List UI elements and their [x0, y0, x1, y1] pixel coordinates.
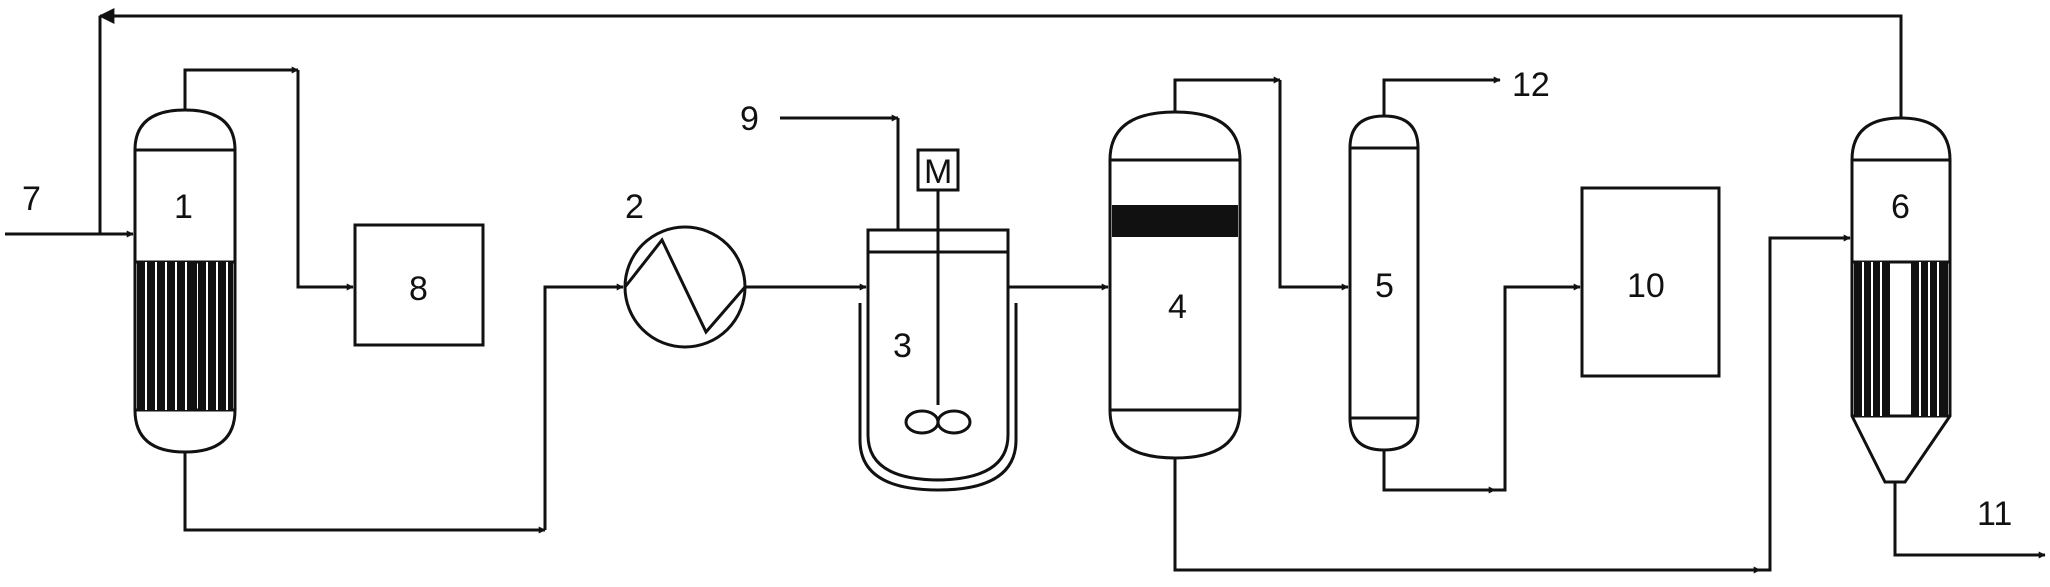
unit-5-column [1348, 114, 1420, 452]
label-motor: M [924, 153, 952, 191]
unit-3-stirred-reactor [858, 148, 1018, 492]
tube-bundle-1 [137, 262, 233, 410]
stream-1-to-2 [183, 452, 546, 534]
label-unit-3: 3 [893, 327, 912, 365]
label-unit-5: 5 [1375, 267, 1394, 305]
unit-6-evaporator [1850, 116, 1952, 484]
label-unit-4: 4 [1168, 288, 1187, 326]
stream-4-to-6 [1173, 458, 1761, 574]
packing-bed [1112, 205, 1238, 237]
stream-6-to-11 [1893, 482, 2046, 559]
label-stream-9: 9 [740, 100, 759, 138]
tube-bundle-6 [1854, 262, 1948, 416]
stream-1-to-8 [183, 66, 299, 110]
unit-4-column [1108, 110, 1242, 460]
stream-5-to-12 [1382, 76, 1501, 116]
stream-5-to-10 [1382, 450, 1496, 494]
label-unit-8: 8 [409, 270, 428, 308]
unit-8-box [353, 223, 485, 347]
pipes [5, 8, 2046, 574]
label-stream-7: 7 [22, 180, 41, 218]
stream-4-to-5 [1173, 76, 1281, 112]
recycle-line [98, 8, 1903, 118]
label-unit-1: 1 [174, 188, 193, 226]
label-unit-10: 10 [1627, 267, 1665, 305]
unit-10-box [1580, 186, 1721, 378]
label-unit-2: 2 [625, 188, 644, 226]
label-stream-11: 11 [1977, 495, 2012, 533]
label-stream-12: 12 [1512, 66, 1550, 104]
unit-1-vessel [133, 108, 237, 454]
label-unit-6: 6 [1891, 188, 1910, 226]
unit-2-heat-exchanger [623, 225, 747, 349]
